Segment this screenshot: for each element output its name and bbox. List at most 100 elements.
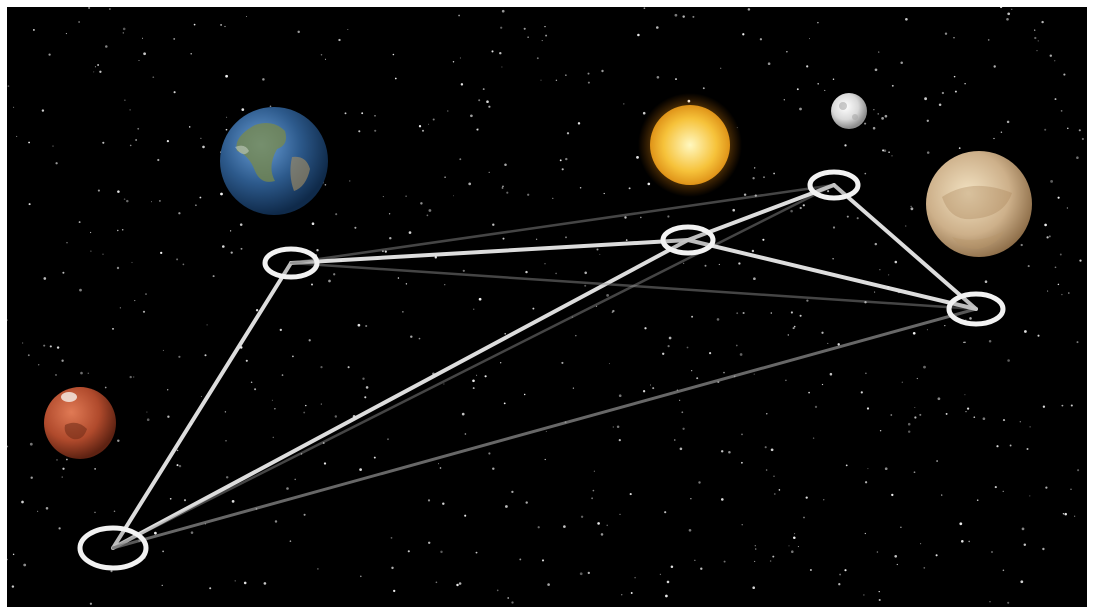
star (772, 556, 774, 558)
star (184, 499, 186, 501)
star (8, 85, 10, 87)
star (303, 412, 305, 414)
star (179, 465, 181, 467)
star (38, 364, 39, 365)
star (687, 347, 689, 349)
game-viewport (7, 7, 1087, 607)
star (159, 200, 161, 202)
star (882, 149, 884, 151)
route-node-a[interactable] (265, 249, 317, 277)
star (117, 190, 120, 193)
star (538, 526, 540, 528)
star (389, 213, 390, 214)
star (760, 38, 762, 40)
star (117, 440, 119, 442)
star (619, 514, 620, 515)
star (391, 567, 393, 569)
star (879, 599, 881, 601)
star (885, 467, 888, 470)
star (1029, 426, 1030, 427)
star (280, 329, 282, 331)
star (503, 238, 505, 240)
star (913, 332, 916, 335)
star (98, 190, 100, 192)
star (936, 460, 938, 462)
star (700, 568, 702, 570)
star (1007, 121, 1010, 124)
star (1044, 129, 1046, 131)
star (222, 245, 225, 248)
star (596, 248, 598, 250)
star (335, 213, 337, 215)
star (499, 52, 501, 54)
star (262, 78, 265, 81)
star (502, 187, 504, 189)
star (864, 123, 866, 125)
star (924, 97, 927, 100)
star (1064, 513, 1067, 516)
star (806, 496, 808, 498)
moon-planet (831, 93, 867, 129)
star (398, 277, 400, 279)
star (961, 540, 964, 543)
star (977, 499, 979, 501)
star (46, 507, 49, 510)
star (989, 340, 992, 343)
star (97, 64, 99, 66)
star (914, 407, 915, 408)
star (170, 498, 172, 500)
star (897, 564, 898, 565)
route-node-b[interactable] (663, 227, 713, 253)
star (939, 104, 942, 107)
star (502, 10, 505, 13)
star (393, 54, 395, 56)
route-node-e[interactable] (80, 528, 146, 568)
star (545, 459, 546, 460)
star (989, 601, 990, 602)
star (273, 437, 275, 439)
star (1077, 469, 1079, 471)
star (669, 337, 672, 340)
star (790, 210, 793, 213)
star (1027, 448, 1029, 450)
star (752, 586, 755, 589)
star (57, 346, 59, 348)
star (637, 34, 640, 37)
star (124, 100, 125, 101)
star (174, 91, 176, 93)
star (892, 85, 894, 87)
star (66, 33, 67, 34)
star (741, 462, 743, 464)
star (785, 380, 786, 381)
star (788, 545, 789, 546)
star (888, 274, 889, 275)
star (917, 378, 918, 379)
star (844, 144, 846, 146)
star (468, 183, 471, 186)
star (1061, 405, 1063, 407)
route-node-c[interactable] (810, 172, 858, 198)
star (427, 215, 429, 217)
star (1079, 259, 1081, 261)
star (525, 271, 527, 273)
star (964, 394, 965, 395)
star (636, 156, 639, 159)
star (479, 298, 482, 301)
route-node-d[interactable] (949, 294, 1003, 324)
star (556, 80, 557, 81)
star (109, 8, 111, 10)
star (154, 532, 157, 535)
star (995, 486, 997, 488)
star (799, 108, 802, 111)
star (954, 76, 956, 78)
star (402, 311, 403, 312)
star (157, 159, 159, 161)
star (333, 273, 335, 275)
star (606, 525, 607, 526)
star (923, 567, 925, 569)
star (786, 51, 787, 52)
star (52, 145, 53, 146)
star (143, 311, 145, 313)
star (1021, 244, 1023, 246)
star (321, 54, 323, 56)
